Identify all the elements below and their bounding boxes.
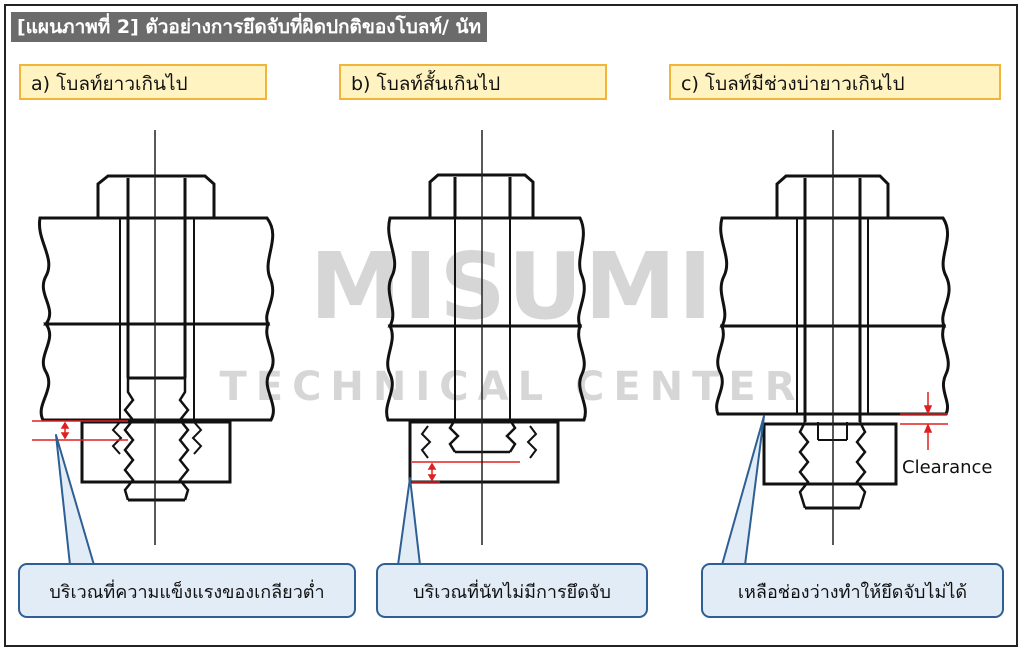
case-c-callout: เหลือช่องว่างทำให้ยึดจับไม่ได้	[701, 563, 1004, 618]
case-b-nut	[408, 420, 560, 484]
watermark-main: MISUMI	[310, 233, 715, 340]
case-c-callout-pointer	[721, 415, 765, 566]
case-b-label: b) โบลท์สั้นเกินไป	[339, 64, 607, 100]
watermark-sub: TECHNICAL CENTER	[219, 364, 804, 410]
case-b-gap-dimension	[412, 461, 520, 483]
case-a-gap-dimension	[32, 420, 128, 441]
case-b-lower-plate	[385, 324, 587, 422]
watermark: MISUMI TECHNICAL CENTER	[219, 233, 804, 410]
case-c-label: c) โบลท์มีช่วงบ่ายาวเกินไป	[669, 64, 1001, 100]
case-c-clearance-dimension	[900, 392, 948, 450]
case-c-diagram	[715, 174, 951, 510]
case-a-label: a) โบลท์ยาวเกินไป	[19, 64, 267, 100]
case-c-nut	[762, 422, 898, 486]
case-b-callout-pointer	[397, 477, 421, 566]
case-a-bolt-head	[96, 174, 216, 218]
case-b-callout: บริเวณที่นัทไม่มีการยึดจับ	[376, 563, 648, 618]
case-a-lower-plate	[39, 322, 275, 422]
case-a-diagram	[37, 174, 275, 502]
case-a-callout: บริเวณที่ความแข็งแรงของเกลียวต่ำ	[18, 563, 356, 618]
figure-title: [แผนภาพที่ 2] ตัวอย่างการยึดจับที่ผิดปกต…	[11, 12, 488, 42]
case-c-upper-plate	[719, 216, 951, 328]
case-a-upper-plate	[37, 216, 275, 326]
clearance-label: Clearance	[902, 457, 992, 478]
case-a-callout-pointer	[55, 434, 95, 566]
case-a-nut	[80, 420, 232, 484]
